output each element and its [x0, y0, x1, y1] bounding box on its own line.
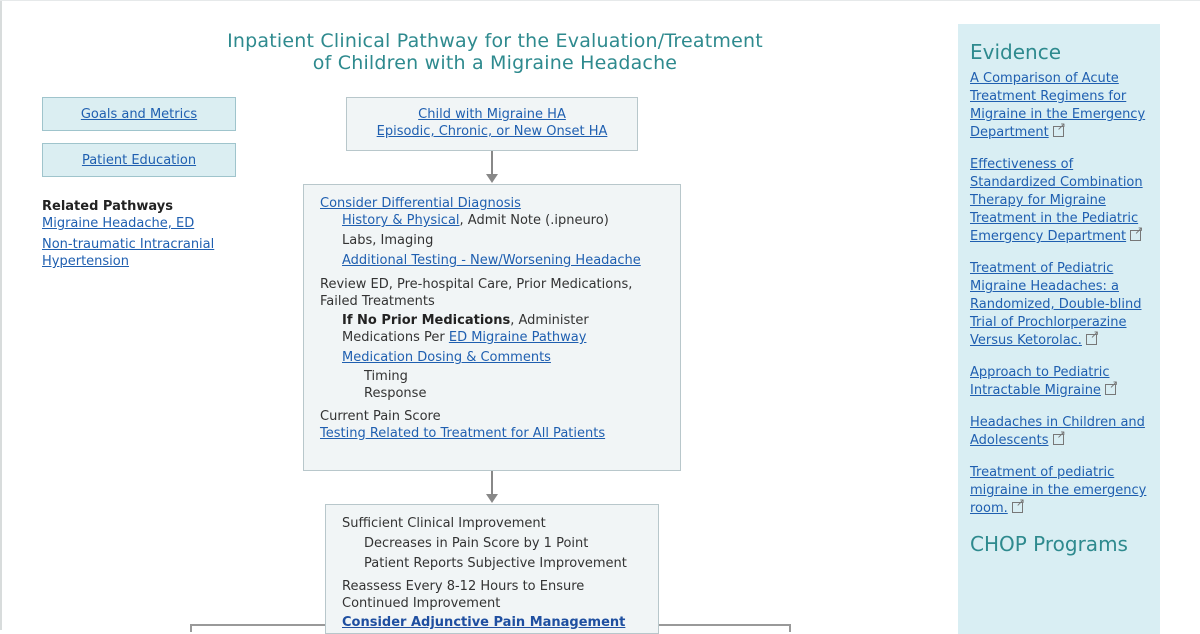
no-prior-row: If No Prior Medications, Administer — [320, 312, 664, 329]
branch-line-left — [190, 624, 325, 626]
chop-programs-heading: CHOP Programs — [970, 532, 1128, 556]
adjunctive-pain-link[interactable]: Consider Adjunctive Pain Management — [342, 615, 626, 630]
response-text: Response — [364, 386, 427, 401]
flow-arrow-head-1 — [486, 174, 498, 183]
evidence-link-prochlorperazine-ketorolac[interactable]: Treatment of Pediatric Migraine Headache… — [970, 261, 1142, 348]
no-prior-medications-text: If No Prior Medications — [342, 313, 511, 328]
evidence-item: Effectiveness of Standardized Combinatio… — [970, 156, 1148, 246]
evidence-item: A Comparison of Acute Treatment Regimens… — [970, 70, 1148, 142]
external-link-icon — [1104, 379, 1118, 395]
page-title-line1: Inpatient Clinical Pathway for the Evalu… — [227, 30, 763, 52]
external-link-icon — [1130, 225, 1143, 241]
reassess-text: Reassess Every 8-12 Hours to Ensure Cont… — [342, 579, 585, 611]
external-link-icon — [1011, 497, 1025, 513]
onset-type-link[interactable]: Episodic, Chronic, or New Onset HA — [376, 124, 608, 139]
evidence-item: Treatment of Pediatric Migraine Headache… — [970, 260, 1148, 350]
branch-line-right — [659, 624, 791, 626]
child-migraine-link[interactable]: Child with Migraine HA — [418, 107, 566, 122]
goals-metrics-button[interactable]: Goals and Metrics — [42, 97, 236, 131]
evidence-heading: Evidence — [970, 40, 1062, 64]
administer-text: , Administer — [510, 313, 589, 328]
related-link-intracranial-hypertension[interactable]: Non-traumatic Intracranial Hypertension — [42, 237, 215, 269]
branch-tick-right — [789, 624, 791, 632]
pain-score-text: Current Pain Score — [320, 409, 441, 424]
goals-metrics-label[interactable]: Goals and Metrics — [80, 106, 198, 122]
external-link-icon — [1085, 329, 1099, 345]
flow-arrow-line-2 — [491, 471, 493, 495]
decreases-pain-text: Decreases in Pain Score by 1 Point — [364, 536, 589, 551]
labs-imaging-text: Labs, Imaging — [342, 233, 434, 248]
patient-education-label[interactable]: Patient Education — [81, 152, 197, 168]
sufficient-improvement-text: Sufficient Clinical Improvement — [342, 516, 546, 531]
branch-tick-left — [190, 624, 192, 632]
left-frame-border — [0, 0, 2, 630]
top-frame-border — [0, 0, 1200, 1]
flow-box-improvement: Sufficient Clinical Improvement Decrease… — [325, 504, 659, 634]
evidence-link-combination-therapy[interactable]: Effectiveness of Standardized Combinatio… — [970, 157, 1143, 244]
evidence-item: Treatment of pediatric migraine in the e… — [970, 464, 1148, 518]
evidence-link-emergency-room[interactable]: Treatment of pediatric migraine in the e… — [970, 465, 1147, 516]
page-title-line2: of Children with a Migraine Headache — [312, 52, 678, 74]
flow-box-evaluation: Consider Differential Diagnosis History … — [303, 184, 681, 471]
flow-box-start: Child with Migraine HA Episodic, Chronic… — [346, 97, 638, 151]
ed-migraine-pathway-link[interactable]: ED Migraine Pathway — [448, 330, 587, 345]
admit-note-text: , Admit Note (.ipneuro) — [459, 213, 609, 228]
evidence-panel: Evidence A Comparison of Acute Treatment… — [958, 24, 1160, 634]
related-pathways-heading: Related Pathways — [42, 199, 173, 214]
evidence-link-acute-treatment[interactable]: A Comparison of Acute Treatment Regimens… — [970, 71, 1146, 140]
history-row: History & Physical, Admit Note (.ipneuro… — [320, 212, 664, 229]
additional-testing-link[interactable]: Additional Testing - New/Worsening Heada… — [342, 253, 641, 268]
meds-per-row: Medications Per ED Migraine Pathway — [320, 329, 664, 346]
external-link-icon — [1052, 121, 1066, 137]
testing-treatment-link[interactable]: Testing Related to Treatment for All Pat… — [320, 426, 606, 441]
flow-arrow-head-2 — [486, 494, 498, 503]
review-text: Review ED, Pre-hospital Care, Prior Medi… — [320, 277, 633, 309]
related-link-migraine-ed[interactable]: Migraine Headache, ED — [42, 216, 195, 231]
history-physical-link[interactable]: History & Physical — [342, 213, 460, 228]
related-pathways: Related Pathways Migraine Headache, ED N… — [42, 198, 272, 274]
evidence-item: Headaches in Children and Adolescents — [970, 414, 1148, 450]
evidence-item: Approach to Pediatric Intractable Migrai… — [970, 364, 1148, 400]
timing-text: Timing — [364, 369, 408, 384]
subjective-improvement-text: Patient Reports Subjective Improvement — [364, 556, 627, 571]
external-link-icon — [1052, 429, 1066, 445]
flow-arrow-line-1 — [491, 151, 493, 175]
meds-per-text: Medications Per — [342, 330, 449, 345]
page-title: Inpatient Clinical Pathway for the Evalu… — [170, 30, 820, 74]
evidence-link-intractable-migraine[interactable]: Approach to Pediatric Intractable Migrai… — [970, 365, 1110, 398]
evidence-link-headaches-children[interactable]: Headaches in Children and Adolescents — [970, 415, 1145, 448]
differential-diagnosis-link[interactable]: Consider Differential Diagnosis — [320, 196, 521, 211]
patient-education-button[interactable]: Patient Education — [42, 143, 236, 177]
medication-dosing-link[interactable]: Medication Dosing & Comments — [342, 350, 551, 365]
